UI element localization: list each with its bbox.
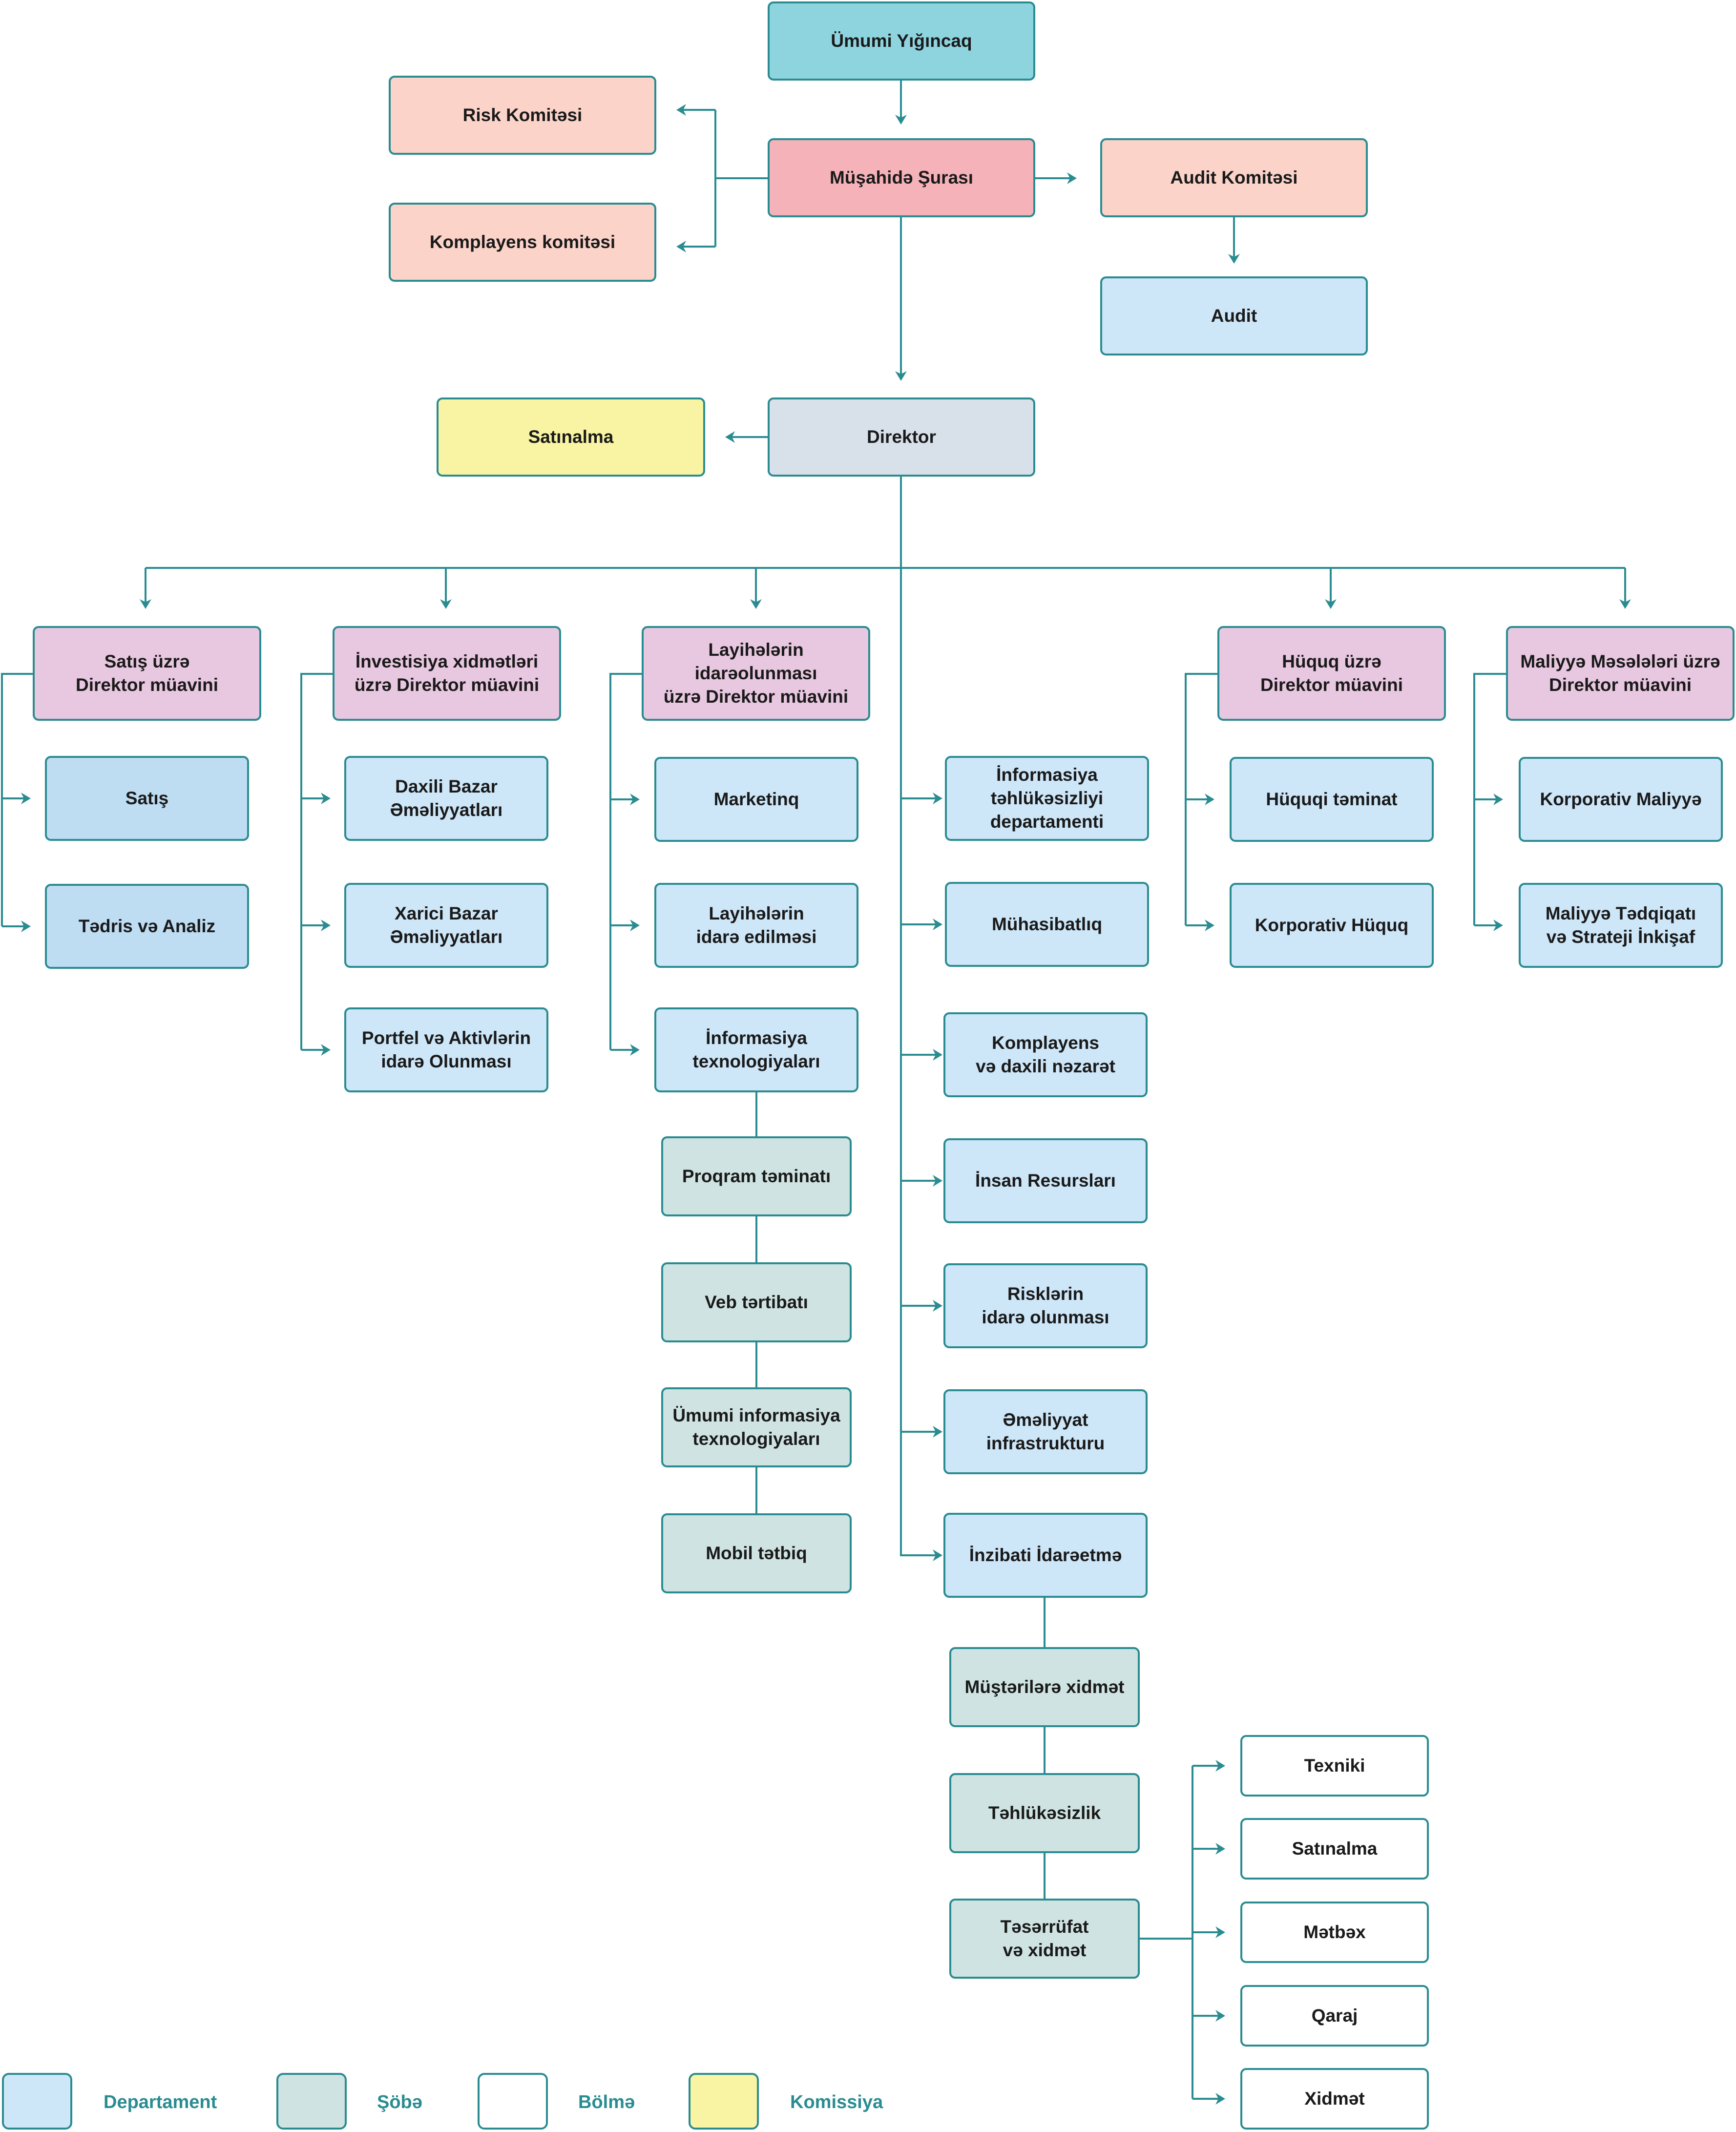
node-komplayens-ve-daxili-nezaret: Komplayens və daxili nəzarət — [943, 1012, 1148, 1097]
connector-arrowhead — [21, 793, 31, 804]
connector-arrowhead — [440, 599, 452, 609]
connector-arrowhead — [1619, 599, 1631, 609]
node-proqram-teminati: Proqram təminatı — [661, 1136, 852, 1216]
connector-arrowhead — [933, 1426, 942, 1438]
connector-arrowhead — [933, 1049, 942, 1061]
connector-arrowhead — [676, 104, 686, 116]
connector-arrowhead — [1215, 1760, 1225, 1772]
connector-arrowhead — [1215, 1843, 1225, 1855]
node-umumi-yigincaq: Ümumi Yığıncaq — [768, 1, 1035, 81]
connector-arrowhead — [933, 1175, 942, 1187]
legend-label-komissiya: Komissiya — [790, 2092, 883, 2112]
node-metbex: Mətbəx — [1240, 1902, 1429, 1963]
node-informasiya-tehlukesizliyi: İnformasiya təhlükəsizliyi departamenti — [945, 756, 1149, 841]
node-satinalma-komissiya: Satınalma — [437, 397, 705, 477]
node-direktor: Direktor — [768, 397, 1035, 477]
node-korporativ-huquq: Korporativ Hüquq — [1230, 883, 1434, 968]
legend-label-departament: Departament — [104, 2092, 217, 2112]
node-portfel: Portfel və Aktivlərin idarə Olunması — [344, 1007, 548, 1092]
connector-arrowhead — [933, 1300, 942, 1312]
node-xarici-bazar: Xarici Bazar Əməliyyatları — [344, 883, 548, 968]
node-marketinq: Marketinq — [654, 757, 858, 842]
connector-arrowhead — [1215, 2093, 1225, 2105]
node-teserrufat-ve-xidmet: Təsərrüfat və xidmət — [949, 1899, 1140, 1979]
node-risklerin-idare: Risklərin idarə olunması — [943, 1263, 1148, 1348]
connector-arrowhead — [140, 599, 151, 609]
legend-swatch-departament — [2, 2073, 72, 2130]
legend-label-bolme: Bölmə — [578, 2092, 635, 2112]
connector-arrowhead — [1205, 920, 1214, 931]
connector-arrowhead — [630, 920, 640, 931]
connector-arrowhead — [1493, 794, 1503, 805]
node-umumi-informasiya: Ümumi informasiya texnologiyaları — [661, 1387, 852, 1467]
connector-arrowhead — [933, 919, 942, 930]
node-investisiya-direktor-muavini: İnvestisiya xidmətləri üzrə Direktor müa… — [333, 626, 561, 721]
connector-arrowhead — [321, 1044, 331, 1056]
connector-arrowhead — [1067, 172, 1077, 184]
node-korporativ-maliyye: Korporativ Maliyyə — [1519, 757, 1723, 842]
connector-arrowhead — [676, 241, 686, 252]
connector-line — [1473, 673, 1506, 925]
connector-line — [679, 109, 768, 248]
connector-line — [1185, 673, 1217, 925]
node-inzibati-idareetme: İnzibati İdarəetmə — [943, 1513, 1148, 1598]
node-muhasibatliq: Mühasibatlıq — [945, 882, 1149, 967]
node-satinalma-bolme: Satınalma — [1240, 1818, 1429, 1880]
node-xidmet: Xidmət — [1240, 2068, 1429, 2130]
node-satis: Satış — [45, 756, 249, 841]
node-tehlukesizlik: Təhlükəsizlik — [949, 1773, 1140, 1853]
connector-arrowhead — [725, 431, 735, 443]
node-mobil-tetbiq: Mobil tətbiq — [661, 1513, 852, 1593]
connector-arrowhead — [21, 920, 31, 932]
connector-arrowhead — [1215, 2010, 1225, 2022]
node-qaraj: Qaraj — [1240, 1985, 1429, 2047]
node-texniki: Texniki — [1240, 1735, 1429, 1797]
connector-arrowhead — [895, 371, 907, 381]
node-maliyye-tedqiqati: Maliyyə Tədqiqatı və Strateji İnkişaf — [1519, 883, 1723, 968]
connector-line — [1, 673, 33, 926]
node-veb-tertibati: Veb tərtibatı — [661, 1262, 852, 1342]
node-huquqi-teminat: Hüquqi təminat — [1230, 757, 1434, 842]
node-layihelerin-idare: Layihələrin idarə edilməsi — [654, 883, 858, 968]
node-satis-direktor-muavini: Satış üzrə Direktor müavini — [33, 626, 261, 721]
node-musterilere-xidmet: Müştərilərə xidmət — [949, 1647, 1140, 1727]
node-emeliyyat-infrastrukturu: Əməliyyat infrastrukturu — [943, 1389, 1148, 1474]
node-musahide-surasi: Müşahidə Şurası — [768, 138, 1035, 217]
node-audit-komitesi: Audit Komitəsi — [1100, 138, 1368, 217]
node-audit: Audit — [1100, 276, 1368, 355]
connector-arrowhead — [630, 794, 640, 805]
connector-arrowhead — [1325, 599, 1337, 609]
connector-arrowhead — [1228, 254, 1240, 264]
node-komplayens-komitesi: Komplayens komitəsi — [389, 203, 656, 282]
legend-swatch-komissiya — [689, 2073, 759, 2130]
connector-line — [900, 477, 940, 1556]
legend-swatch-sobe — [276, 2073, 347, 2130]
node-informasiya-texnologiyalari: İnformasiya texnologiyaları — [654, 1007, 858, 1092]
node-tedris-ve-analiz: Tədris və Analiz — [45, 884, 249, 969]
connector-arrowhead — [933, 793, 942, 804]
node-daxili-bazar: Daxili Bazar Əməliyyatları — [344, 756, 548, 841]
connector-arrowhead — [321, 920, 331, 931]
legend-label-sobe: Şöbə — [377, 2092, 422, 2112]
node-layiheler-direktor-muavini: Layihələrin idarəolunması üzrə Direktor … — [642, 626, 870, 721]
connector-arrowhead — [1205, 794, 1214, 805]
legend-swatch-bolme — [478, 2073, 548, 2130]
connector-arrowhead — [750, 599, 762, 609]
connector-arrowhead — [630, 1044, 640, 1056]
connector-arrowhead — [1215, 1926, 1225, 1938]
node-insan-resurslari: İnsan Resursları — [943, 1138, 1148, 1223]
node-huquq-direktor-muavini: Hüquq üzrə Direktor müavini — [1217, 626, 1446, 721]
connector-arrowhead — [321, 793, 331, 804]
node-maliyye-direktor-muavini: Maliyyə Məsələləri üzrə Direktor müavini — [1506, 626, 1735, 721]
connector-arrowhead — [1493, 920, 1503, 931]
node-risk-komitesi: Risk Komitəsi — [389, 76, 656, 155]
connector-arrowhead — [895, 115, 907, 125]
connector-arrowhead — [933, 1549, 942, 1561]
